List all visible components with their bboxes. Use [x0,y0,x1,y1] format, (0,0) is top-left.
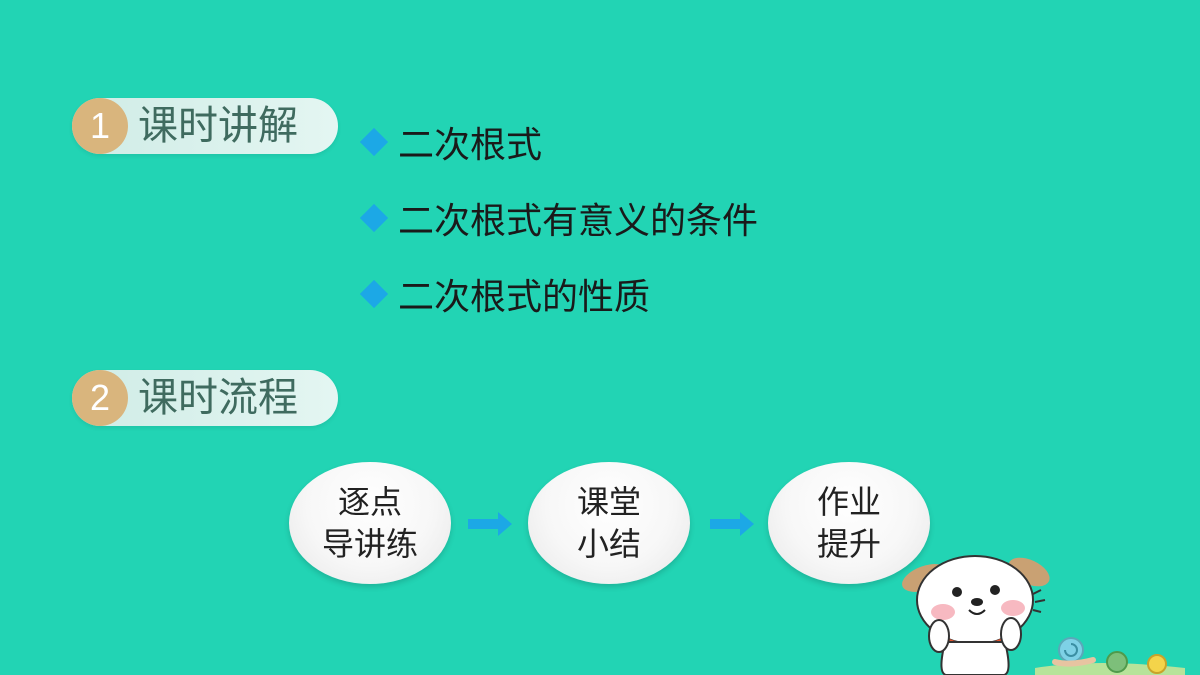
topic-text: 二次根式的性质 [398,277,651,318]
flow-step-line1: 作业 [816,483,881,521]
diamond-bullet-icon [359,203,389,233]
list-item: 二次根式的性质 [358,256,758,332]
list-item: 二次根式 [358,104,758,180]
section-tag-2: 2 课时流程 [72,370,338,426]
flow-step-line2: 导讲练 [321,525,418,563]
cartoon-dog-illustration [902,555,1185,675]
section-number-1: 1 [72,98,128,154]
section-title-2: 课时流程 [138,375,298,421]
diamond-bullet-icon [359,279,389,309]
topic-text: 二次根式有意义的条件 [398,201,759,242]
diamond-bullet-icon [359,127,389,157]
flow-step-1[interactable]: 逐点 导讲练 [289,462,451,584]
section-number-2: 2 [72,370,128,426]
flow-step-line1: 逐点 [337,483,402,521]
flow-step-3[interactable]: 作业 提升 [768,462,930,584]
flow-step-line2: 提升 [816,525,881,563]
topic-list: 二次根式 二次根式有意义的条件 二次根式的性质 [358,104,758,332]
right-arrow-icon [710,512,754,536]
right-arrow-icon [468,512,512,536]
section-tag-1: 1 课时讲解 [72,98,338,154]
section-title-1: 课时讲解 [138,103,298,149]
flow-step-line1: 课堂 [576,483,641,521]
flow-step-line2: 小结 [576,525,641,563]
topic-text: 二次根式 [398,125,543,166]
list-item: 二次根式有意义的条件 [358,180,758,256]
flow-step-2[interactable]: 课堂 小结 [528,462,690,584]
